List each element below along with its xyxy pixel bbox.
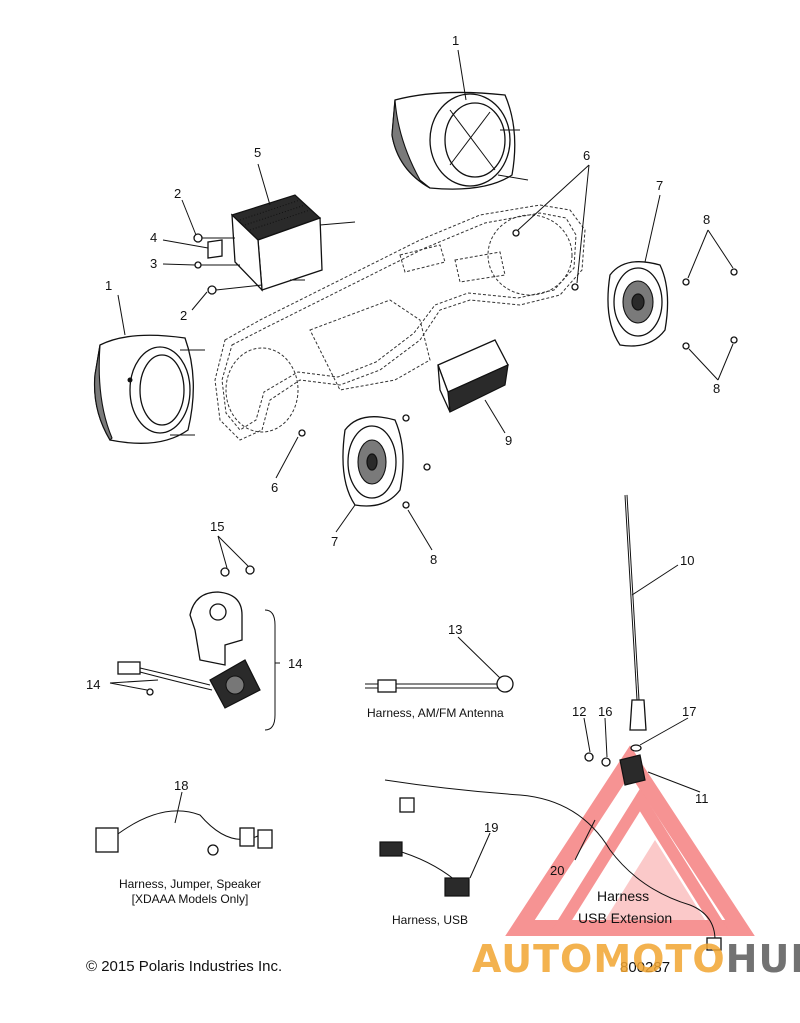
caption-usb-harness: Harness, USB <box>392 913 468 927</box>
watermark-brand: AUTOMOTOHUB <box>472 937 800 981</box>
callout-7-lower: 7 <box>331 534 338 549</box>
diagram-part-number: 800287 <box>620 959 670 976</box>
callout-1-upper: 1 <box>452 33 459 48</box>
caption-jumper-harness: Harness, Jumper, Speaker <box>119 877 261 891</box>
watermark-harness-label: Harness <box>597 888 649 904</box>
callout-6-upper: 6 <box>583 148 590 163</box>
callout-8-right: 8 <box>713 381 720 396</box>
callout-10: 10 <box>680 553 694 568</box>
dash-panel <box>214 204 586 441</box>
callout-18: 18 <box>174 778 188 793</box>
callout-8-lower: 8 <box>430 552 437 567</box>
callout-3: 3 <box>150 256 157 271</box>
callout-4: 4 <box>150 230 157 245</box>
speaker-pod-left <box>93 334 205 444</box>
callout-2-upper: 2 <box>174 186 181 201</box>
watermark-brand-part1: AUTOMOTO <box>472 937 726 981</box>
callout-7-right: 7 <box>656 178 663 193</box>
copyright: © 2015 Polaris Industries Inc. <box>86 958 282 975</box>
watermark-brand-part2: HUB <box>726 937 800 981</box>
callout-5: 5 <box>254 145 261 160</box>
speaker-lower <box>342 416 404 507</box>
callout-14-screw: 14 <box>86 677 100 692</box>
callout-13: 13 <box>448 622 462 637</box>
callout-15: 15 <box>210 519 224 534</box>
callout-6-lower: 6 <box>271 480 278 495</box>
amplifier <box>230 194 356 292</box>
speaker-right <box>607 261 669 347</box>
callout-8-upper: 8 <box>703 212 710 227</box>
amp-fasteners <box>193 233 263 295</box>
watermark-logo <box>505 745 755 936</box>
antenna-mast <box>619 494 647 786</box>
callout-11: 11 <box>695 791 709 806</box>
watermark-usb-extension-label: USB Extension <box>578 910 672 926</box>
usb-extension-drawing <box>384 779 722 951</box>
jumper-harness-drawing <box>95 810 273 856</box>
callout-12: 12 <box>572 704 586 719</box>
usb-bracket <box>117 565 261 709</box>
usb-harness-drawing <box>379 841 470 897</box>
callout-1-left: 1 <box>105 278 112 293</box>
callout-17: 17 <box>682 704 696 719</box>
callout-14-bracket: 14 <box>288 656 302 671</box>
screws <box>298 229 738 509</box>
callout-19: 19 <box>484 820 498 835</box>
callout-2-lower: 2 <box>180 308 187 323</box>
antenna-harness-drawing <box>365 675 514 693</box>
callout-20: 20 <box>550 863 564 878</box>
caption-antenna-harness: Harness, AM/FM Antenna <box>367 706 504 720</box>
antenna-hardware <box>584 744 642 767</box>
leader-lines <box>109 49 734 879</box>
callout-9: 9 <box>505 433 512 448</box>
speaker-pod-upper <box>391 91 529 190</box>
callout-16: 16 <box>598 704 612 719</box>
caption-jumper-models: [XDAAA Models Only] <box>132 892 249 906</box>
radio-unit <box>437 339 509 413</box>
